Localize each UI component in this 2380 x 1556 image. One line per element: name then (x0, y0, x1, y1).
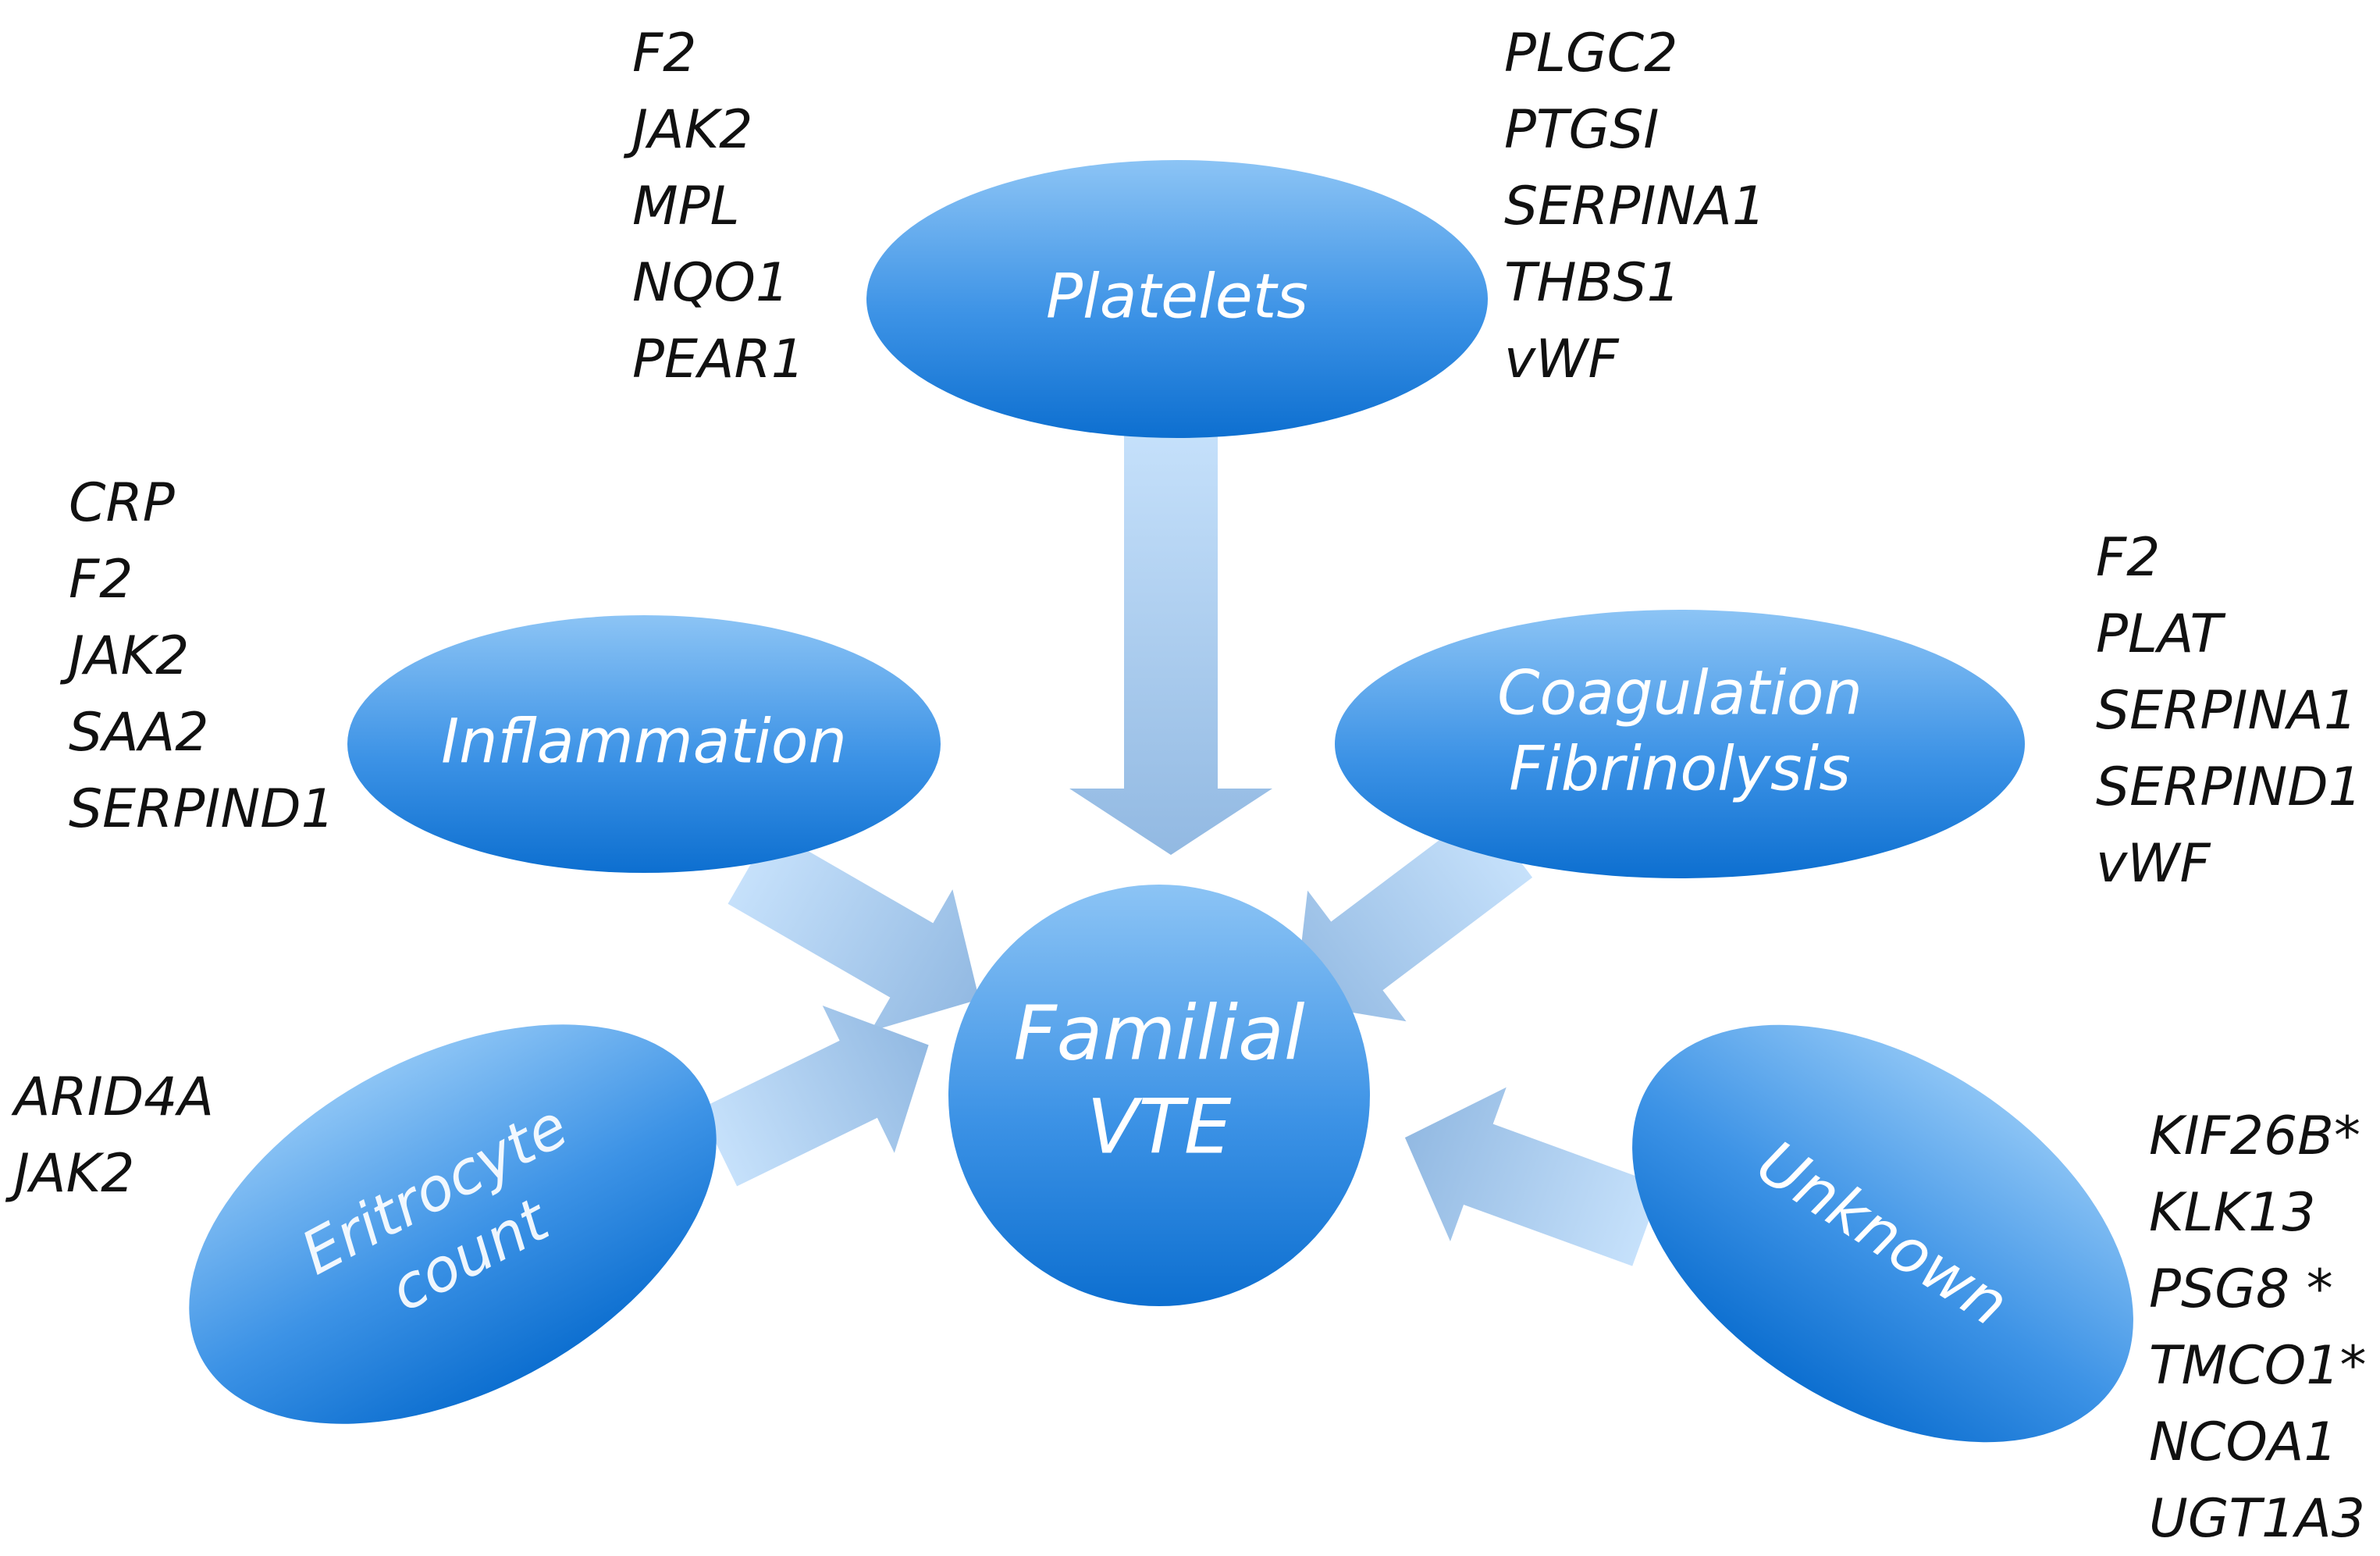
gene-label: ARID4A (11, 1066, 214, 1128)
center-label-line1: Familial (1013, 989, 1304, 1077)
gene-label: KLK13 (2149, 1182, 2316, 1244)
gene-label: F2 (2096, 527, 2160, 589)
node-platelets-label: Platelets (1046, 262, 1308, 332)
arrow-platelets-to-vte (1069, 425, 1272, 855)
node-eritrocyte-count (189, 1024, 717, 1424)
gene-label: PSG8 * (2149, 1259, 2333, 1320)
node-coagulation-fibrinolysis (1335, 610, 2025, 878)
gene-label: JAK2 (5, 1143, 134, 1205)
gene-label: PLAT (2096, 604, 2225, 665)
node-coagulation-label-line1: Coagulation (1497, 658, 1862, 728)
node-inflammation-label: Inflammation (441, 707, 847, 777)
node-inflammation (347, 615, 941, 873)
arrow-unknown-to-vte (1404, 1087, 1662, 1266)
gene-label: JAK2 (59, 625, 189, 687)
gene-label: NCOA1 (2149, 1412, 2338, 1473)
gene-label: SERPIND1 (69, 778, 335, 840)
node-coagulation-label-line2: Fibrinolysis (1509, 734, 1851, 804)
gene-label: PTGSI (1504, 99, 1659, 161)
node-platelets (866, 160, 1488, 438)
gene-label: UGT1A3 (2149, 1488, 2365, 1550)
gene-label: PLGC2 (1504, 23, 1677, 84)
gene-label: PEAR1 (632, 329, 805, 390)
gene-label: MPL (632, 176, 740, 237)
gene-label: SERPINA1 (2096, 680, 2357, 742)
gene-label: F2 (69, 549, 133, 611)
gene-label: KIF26B* (2149, 1106, 2360, 1167)
gene-label: JAK2 (623, 99, 752, 161)
gene-label: SAA2 (69, 702, 208, 764)
gene-label: F2 (632, 23, 696, 84)
gene-list-eritrocyte: ARID4A JAK2 (5, 1066, 214, 1205)
arrow-eritrocyte-to-vte (699, 1005, 929, 1187)
gene-label: TMCO1* (2149, 1335, 2366, 1397)
gene-label: SERPINA1 (1504, 176, 1766, 237)
center-label-line2: VTE (1087, 1083, 1232, 1170)
center-node-familial-vte (948, 885, 1370, 1306)
gene-label: vWF (1504, 329, 1619, 390)
gene-label: THBS1 (1504, 252, 1681, 314)
arrow-inflammation-to-vte (728, 829, 980, 1031)
node-unknown (1632, 1024, 2133, 1443)
gene-label: SERPIND1 (2096, 757, 2362, 818)
gene-label: CRP (69, 472, 175, 534)
gene-label: NQO1 (632, 252, 789, 314)
gene-label: vWF (2096, 833, 2211, 895)
arrow-coagulation-to-vte (1294, 809, 1533, 1022)
